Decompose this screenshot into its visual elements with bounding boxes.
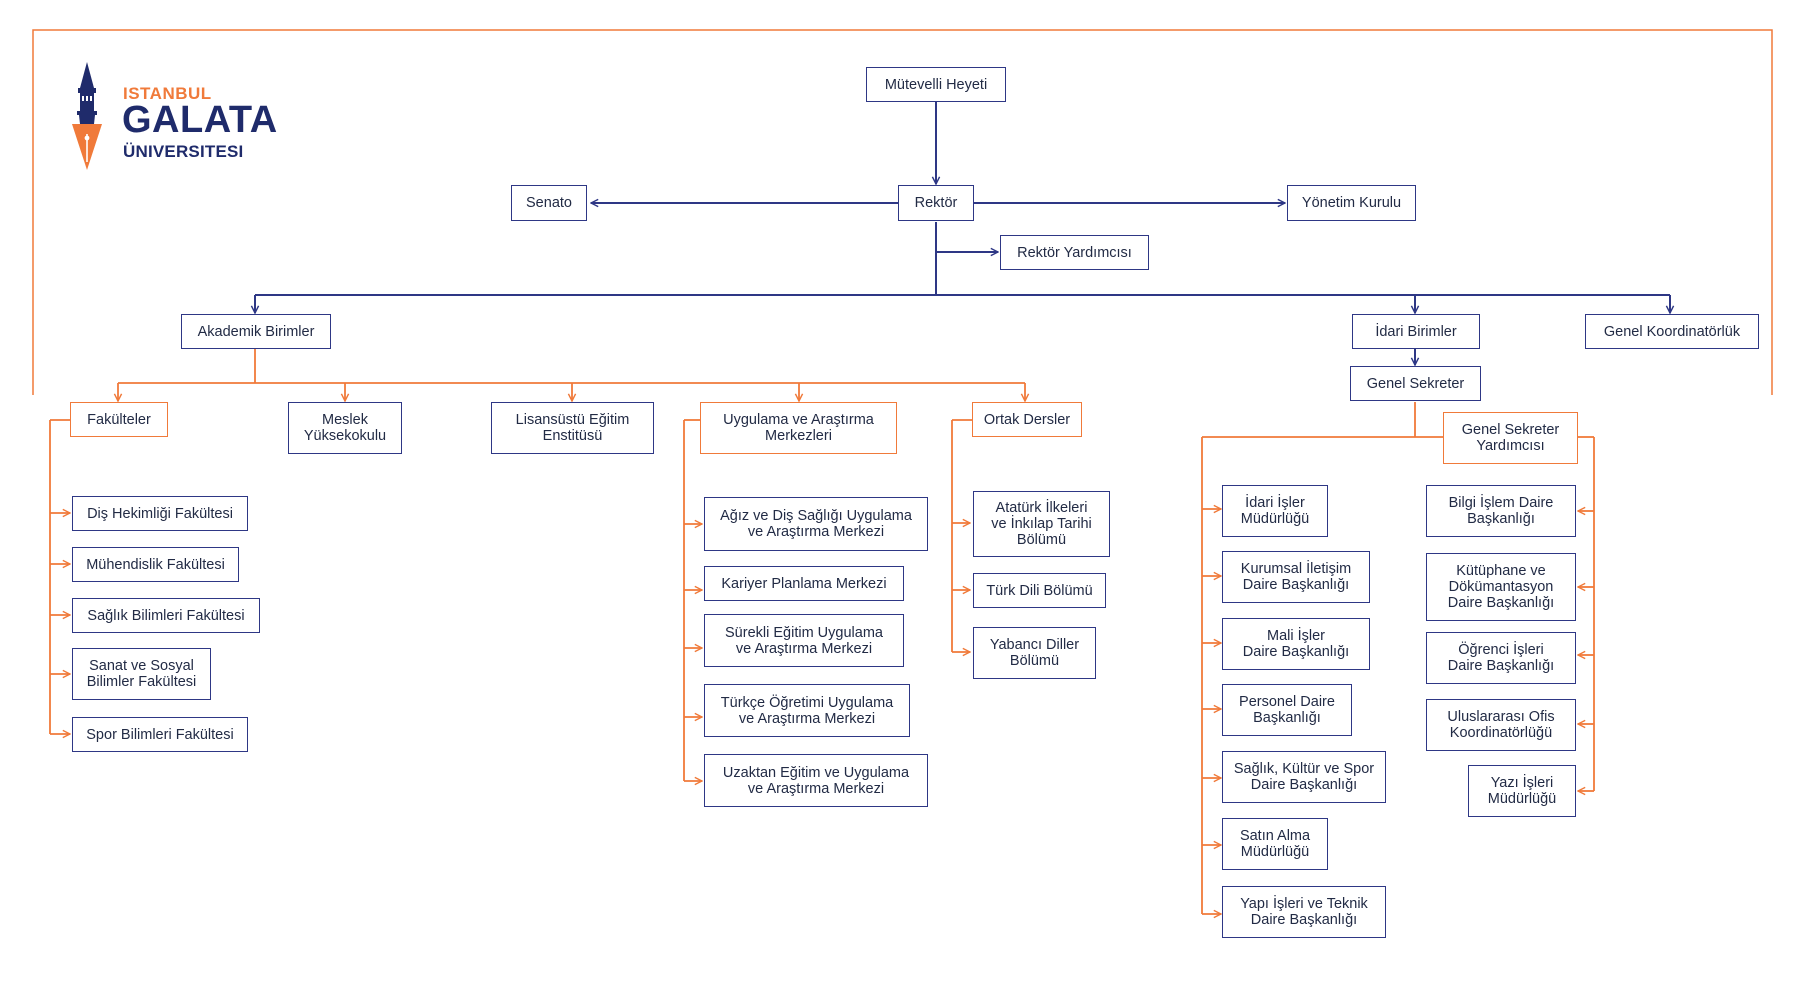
node-yapi-isleri: Yapı İşleri ve Teknik Daire Başkanlığı xyxy=(1222,886,1386,938)
node-ortak-dersler: Ortak Dersler xyxy=(972,402,1082,437)
node-genel-sekreter-yardimcisi: Genel Sekreter Yardımcısı xyxy=(1443,412,1578,464)
node-mutevelli-heyeti: Mütevelli Heyeti xyxy=(866,67,1006,102)
node-surekli-egitim-merkezi: Sürekli Eğitim Uygulama ve Araştırma Mer… xyxy=(704,614,904,667)
node-satin-alma: Satın Alma Müdürlüğü xyxy=(1222,818,1328,870)
node-uygulama-arastirma-merkezleri: Uygulama ve Araştırma Merkezleri xyxy=(700,402,897,454)
logo-line-galata: GALATA xyxy=(122,99,278,141)
node-lisansustu-egitim-enstitusu: Lisansüstü Eğitim Enstitüsü xyxy=(491,402,654,454)
node-uzaktan-egitim-merkezi: Uzaktan Eğitim ve Uygulama ve Araştırma … xyxy=(704,754,928,807)
node-turk-dili-bolumu: Türk Dili Bölümü xyxy=(973,573,1106,608)
node-idari-birimler: İdari Birimler xyxy=(1352,314,1480,349)
node-kariyer-planlama-merkezi: Kariyer Planlama Merkezi xyxy=(704,566,904,601)
node-meslek-yuksekokulu: Meslek Yüksekokulu xyxy=(288,402,402,454)
university-logo: ISTANBUL GALATA ÜNIVERSITESI xyxy=(70,62,280,172)
logo-line-istanbul: ISTANBUL xyxy=(123,84,212,103)
node-genel-koordinatorluk: Genel Koordinatörlük xyxy=(1585,314,1759,349)
node-turkce-ogretimi-merkezi: Türkçe Öğretimi Uygulama ve Araştırma Me… xyxy=(704,684,910,737)
node-bilgi-islem: Bilgi İşlem Daire Başkanlığı xyxy=(1426,485,1576,537)
node-idari-isler-mudurlugu: İdari İşler Müdürlüğü xyxy=(1222,485,1328,537)
node-yazi-isleri: Yazı İşleri Müdürlüğü xyxy=(1468,765,1576,817)
node-kutuphane-dokumantasyon: Kütüphane ve Dökümantasyon Daire Başkanl… xyxy=(1426,553,1576,621)
node-senato: Senato xyxy=(511,185,587,221)
node-rektor-yardimcisi: Rektör Yardımcısı xyxy=(1000,235,1149,270)
node-spor-bilimleri-fakultesi: Spor Bilimleri Fakültesi xyxy=(72,717,248,752)
node-yonetim-kurulu: Yönetim Kurulu xyxy=(1287,185,1416,221)
node-mali-isler: Mali İşler Daire Başkanlığı xyxy=(1222,618,1370,670)
node-saglik-bilimleri-fakultesi: Sağlık Bilimleri Fakültesi xyxy=(72,598,260,633)
node-dis-hekimligi-fakultesi: Diş Hekimliği Fakültesi xyxy=(72,496,248,531)
outer-frame xyxy=(32,29,1773,395)
blue-connectors xyxy=(255,102,1670,365)
node-kurumsal-iletisim: Kurumsal İletişim Daire Başkanlığı xyxy=(1222,551,1370,603)
node-saglik-kultur-spor: Sağlık, Kültür ve Spor Daire Başkanlığı xyxy=(1222,751,1386,803)
node-uluslararasi-ofis: Uluslararası Ofis Koordinatörlüğü xyxy=(1426,699,1576,751)
node-personel-daire: Personel Daire Başkanlığı xyxy=(1222,684,1352,736)
galata-tower-icon xyxy=(72,62,102,170)
node-fakulteler: Fakülteler xyxy=(70,402,168,437)
node-agiz-dis-sagligi-merkezi: Ağız ve Diş Sağlığı Uygulama ve Araştırm… xyxy=(704,497,928,551)
node-rektor: Rektör xyxy=(898,185,974,221)
node-ogrenci-isleri: Öğrenci İşleri Daire Başkanlığı xyxy=(1426,632,1576,684)
node-ataturk-ilkeleri-bolumu: Atatürk İlkeleri ve İnkılap Tarihi Bölüm… xyxy=(973,491,1110,557)
orange-connectors xyxy=(49,348,1595,914)
logo-line-universitesi: ÜNIVERSITESI xyxy=(123,142,244,161)
node-muhendislik-fakultesi: Mühendislik Fakültesi xyxy=(72,547,239,582)
node-genel-sekreter: Genel Sekreter xyxy=(1350,366,1481,401)
node-akademik-birimler: Akademik Birimler xyxy=(181,314,331,349)
node-sanat-sosyal-bilimler-fakultesi: Sanat ve Sosyal Bilimler Fakültesi xyxy=(72,648,211,700)
node-yabanci-diller-bolumu: Yabancı Diller Bölümü xyxy=(973,627,1096,679)
